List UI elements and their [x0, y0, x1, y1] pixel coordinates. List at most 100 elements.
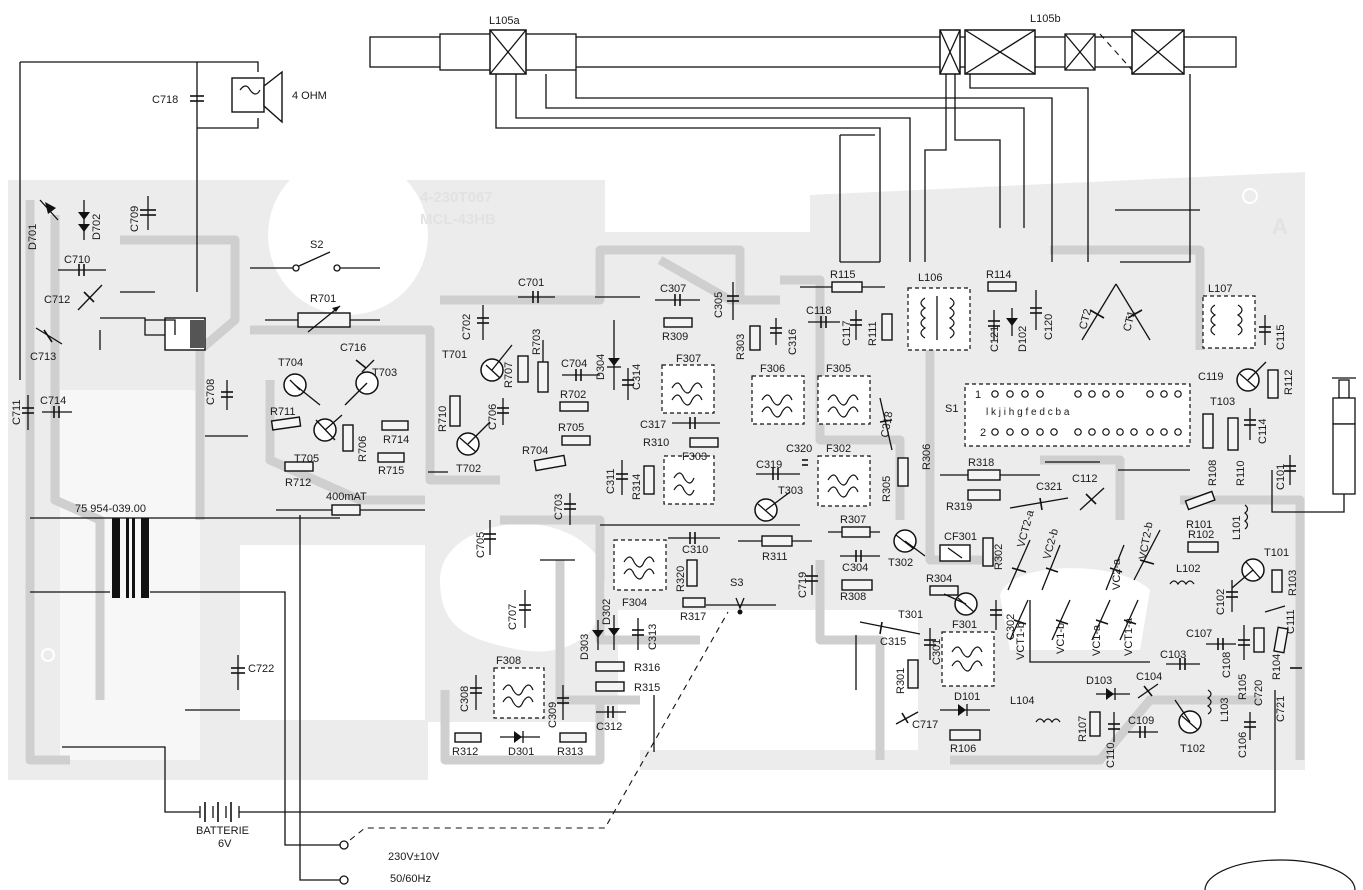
- label-F306: F306: [760, 363, 785, 375]
- label-T103: T103: [1210, 396, 1235, 408]
- label-D702: D702: [91, 214, 103, 240]
- antenna-label-a: L105a: [489, 15, 520, 27]
- label-R306: R306: [921, 444, 933, 470]
- label-C315: C315: [880, 636, 906, 648]
- label-R319: R319: [946, 501, 972, 513]
- label-R706: R706: [357, 436, 369, 462]
- power-section: 75 954-039.00 400mAT 230V±10V 50/60Hz C7…: [30, 491, 1276, 885]
- label-CF301: CF301: [944, 531, 977, 543]
- label-L107: L107: [1208, 283, 1232, 295]
- if-filter-F307: [661, 364, 715, 414]
- label-C106: C106: [1237, 732, 1249, 758]
- label-D701: D701: [27, 224, 39, 250]
- label-C721: C721: [1275, 696, 1287, 722]
- switch-contact-letters: l k j i h g f e d c b a: [986, 407, 1070, 418]
- label-C713: C713: [30, 351, 56, 363]
- label-T703: T703: [372, 367, 397, 379]
- label-C108: C108: [1221, 652, 1233, 678]
- label-C711: C711: [11, 400, 23, 425]
- label-C712: C712: [44, 294, 70, 306]
- audio-amp-section: D701 D702 C709 C710 C712 C713 C711 C714: [11, 196, 643, 630]
- coil-L106: [907, 287, 971, 351]
- label-VCT1-a: VCT1-a: [1123, 617, 1135, 656]
- label-C115: C115: [1275, 325, 1287, 350]
- label-F307: F307: [676, 353, 701, 365]
- board-code-2: MCL-43HB: [420, 211, 496, 228]
- label-C312: C312: [596, 721, 622, 733]
- label-C714: C714: [40, 395, 66, 407]
- antenna-connector: [1332, 423, 1356, 495]
- mains-frequency: 50/60Hz: [390, 873, 431, 885]
- label-R317: R317: [680, 611, 706, 623]
- label-C119: C119: [1198, 371, 1223, 383]
- label-R312: R312: [452, 746, 478, 758]
- label-R103: R103: [1287, 570, 1299, 596]
- label-C703: C703: [553, 494, 565, 520]
- antenna-label-b: L105b: [1030, 13, 1061, 25]
- label-C313: C313: [647, 624, 659, 650]
- label-R714: R714: [383, 434, 409, 446]
- pcb-traces: [25, 200, 1305, 765]
- label-L103: L103: [1219, 698, 1231, 722]
- label-C722: C722: [248, 663, 274, 675]
- label-R114: R114: [986, 269, 1011, 281]
- label-C316: C316: [787, 329, 799, 355]
- speaker-icon: [231, 77, 265, 113]
- label-C706: C706: [487, 404, 499, 430]
- label-C319: C319: [756, 459, 782, 471]
- label-R702: R702: [560, 389, 586, 401]
- label-R712: R712: [285, 477, 311, 489]
- label-C314: C314: [631, 364, 643, 390]
- label-T301: T301: [898, 609, 923, 621]
- label-R703: R703: [531, 329, 543, 355]
- speaker-impedance: 4 OHM: [292, 90, 327, 102]
- battery-voltage: 6V: [218, 838, 232, 850]
- label-S2: S2: [310, 239, 323, 251]
- label-R711: R711: [270, 406, 295, 418]
- label-R105: R105: [1237, 674, 1249, 700]
- label-R701: R701: [310, 293, 336, 305]
- label-C717: C717: [912, 719, 938, 731]
- label-C103: C103: [1160, 649, 1186, 661]
- label-R101: R101: [1186, 519, 1212, 531]
- label-C701: C701: [518, 277, 544, 289]
- label-C121: C121: [989, 326, 1001, 352]
- battery-label: BATTERIE: [196, 825, 249, 837]
- label-F308: F308: [496, 655, 521, 667]
- label-R315: R315: [634, 682, 660, 694]
- label-C109: C109: [1128, 715, 1154, 727]
- label-VCT1-b: VCT1-b: [1015, 622, 1027, 660]
- label-VC2-a: VC2-a: [1111, 558, 1123, 590]
- label-C114: C114: [1257, 419, 1269, 444]
- label-D102: D102: [1017, 326, 1029, 352]
- label-C320: C320: [786, 443, 812, 455]
- label-R303: R303: [735, 334, 747, 360]
- label-CT1: CT1: [1121, 310, 1138, 333]
- label-CT2: CT2: [1077, 308, 1094, 331]
- label-R108: R108: [1207, 460, 1219, 486]
- label-C101: C101: [1275, 464, 1287, 490]
- label-S3: S3: [730, 577, 743, 589]
- switch-row1-num: 1: [975, 389, 981, 401]
- rf-section: R115 C118 C117 R111 L106 R114 C121 D102 …: [800, 209, 1356, 768]
- label-R305: R305: [881, 476, 893, 502]
- label-C117: C117: [841, 321, 853, 346]
- label-F303: F303: [682, 451, 707, 463]
- label-R112: R112: [1283, 370, 1295, 395]
- label-C318: C318: [879, 411, 895, 439]
- label-C120: C120: [1043, 314, 1055, 340]
- label-R715: R715: [378, 465, 404, 477]
- label-R106: R106: [950, 743, 976, 755]
- label-R307: R307: [840, 514, 866, 526]
- label-R310: R310: [643, 437, 669, 449]
- label-R107: R107: [1077, 716, 1089, 742]
- label-C110: C110: [1105, 743, 1117, 768]
- label-VC1-a: VC1-a: [1091, 624, 1103, 656]
- label-T101: T101: [1264, 547, 1289, 559]
- board-corner-letter: A: [1272, 214, 1288, 239]
- label-C720: C720: [1253, 680, 1265, 706]
- label-C708: C708: [205, 379, 217, 405]
- speaker-section: C718 4 OHM: [19, 61, 327, 380]
- label-R102: R102: [1188, 529, 1214, 541]
